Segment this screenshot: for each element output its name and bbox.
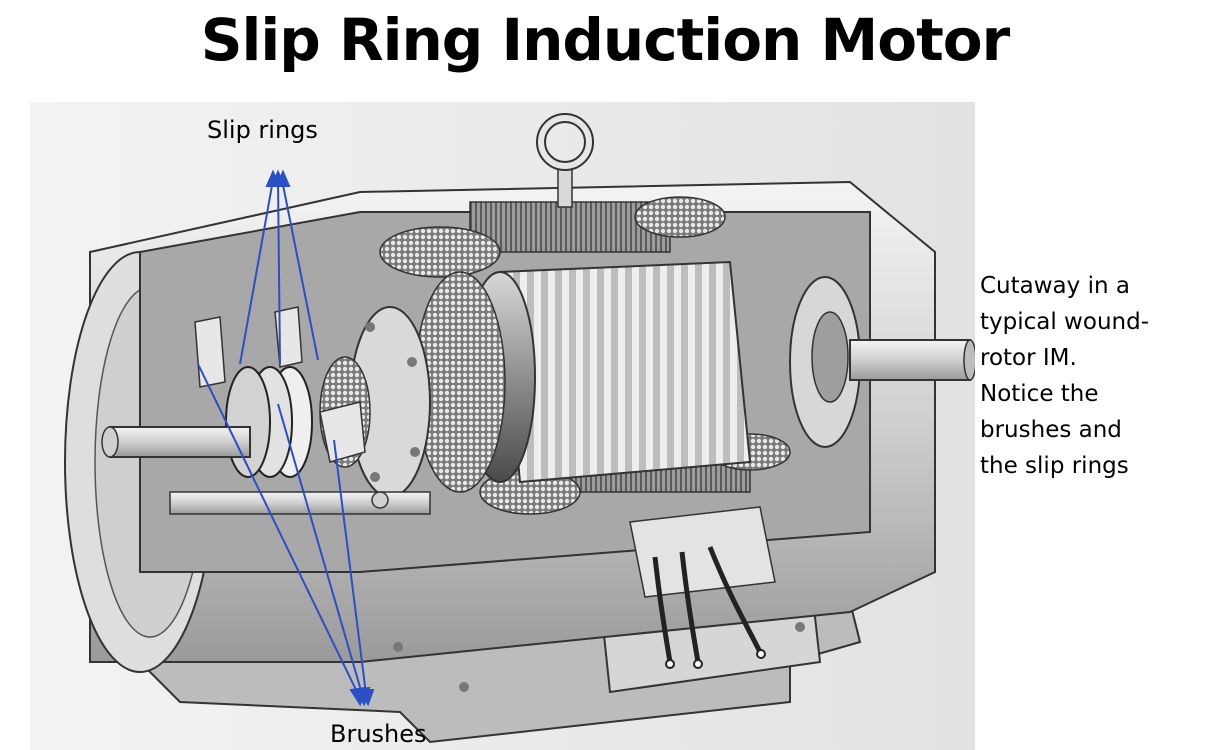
slip-rings-label: Slip rings — [207, 116, 318, 144]
caption-line: Cutaway in a — [980, 273, 1130, 299]
caption-line: the slip rings — [980, 453, 1129, 479]
caption-line: rotor IM. — [980, 345, 1077, 371]
brushes-label: Brushes — [330, 720, 427, 748]
caption-line: Notice the — [980, 381, 1099, 407]
figure-caption: Cutaway in a typical wound- rotor IM. No… — [980, 268, 1205, 484]
motor-cutaway-illustration: Slip rings Brushes — [30, 102, 975, 750]
caption-line: typical wound- — [980, 309, 1149, 335]
slip-rings-arrows — [239, 169, 319, 365]
page-title: Slip Ring Induction Motor — [200, 6, 1011, 74]
motor-cutaway-drawing — [30, 102, 975, 750]
caption-line: brushes and — [980, 417, 1122, 443]
brushes-arrows — [197, 363, 375, 707]
